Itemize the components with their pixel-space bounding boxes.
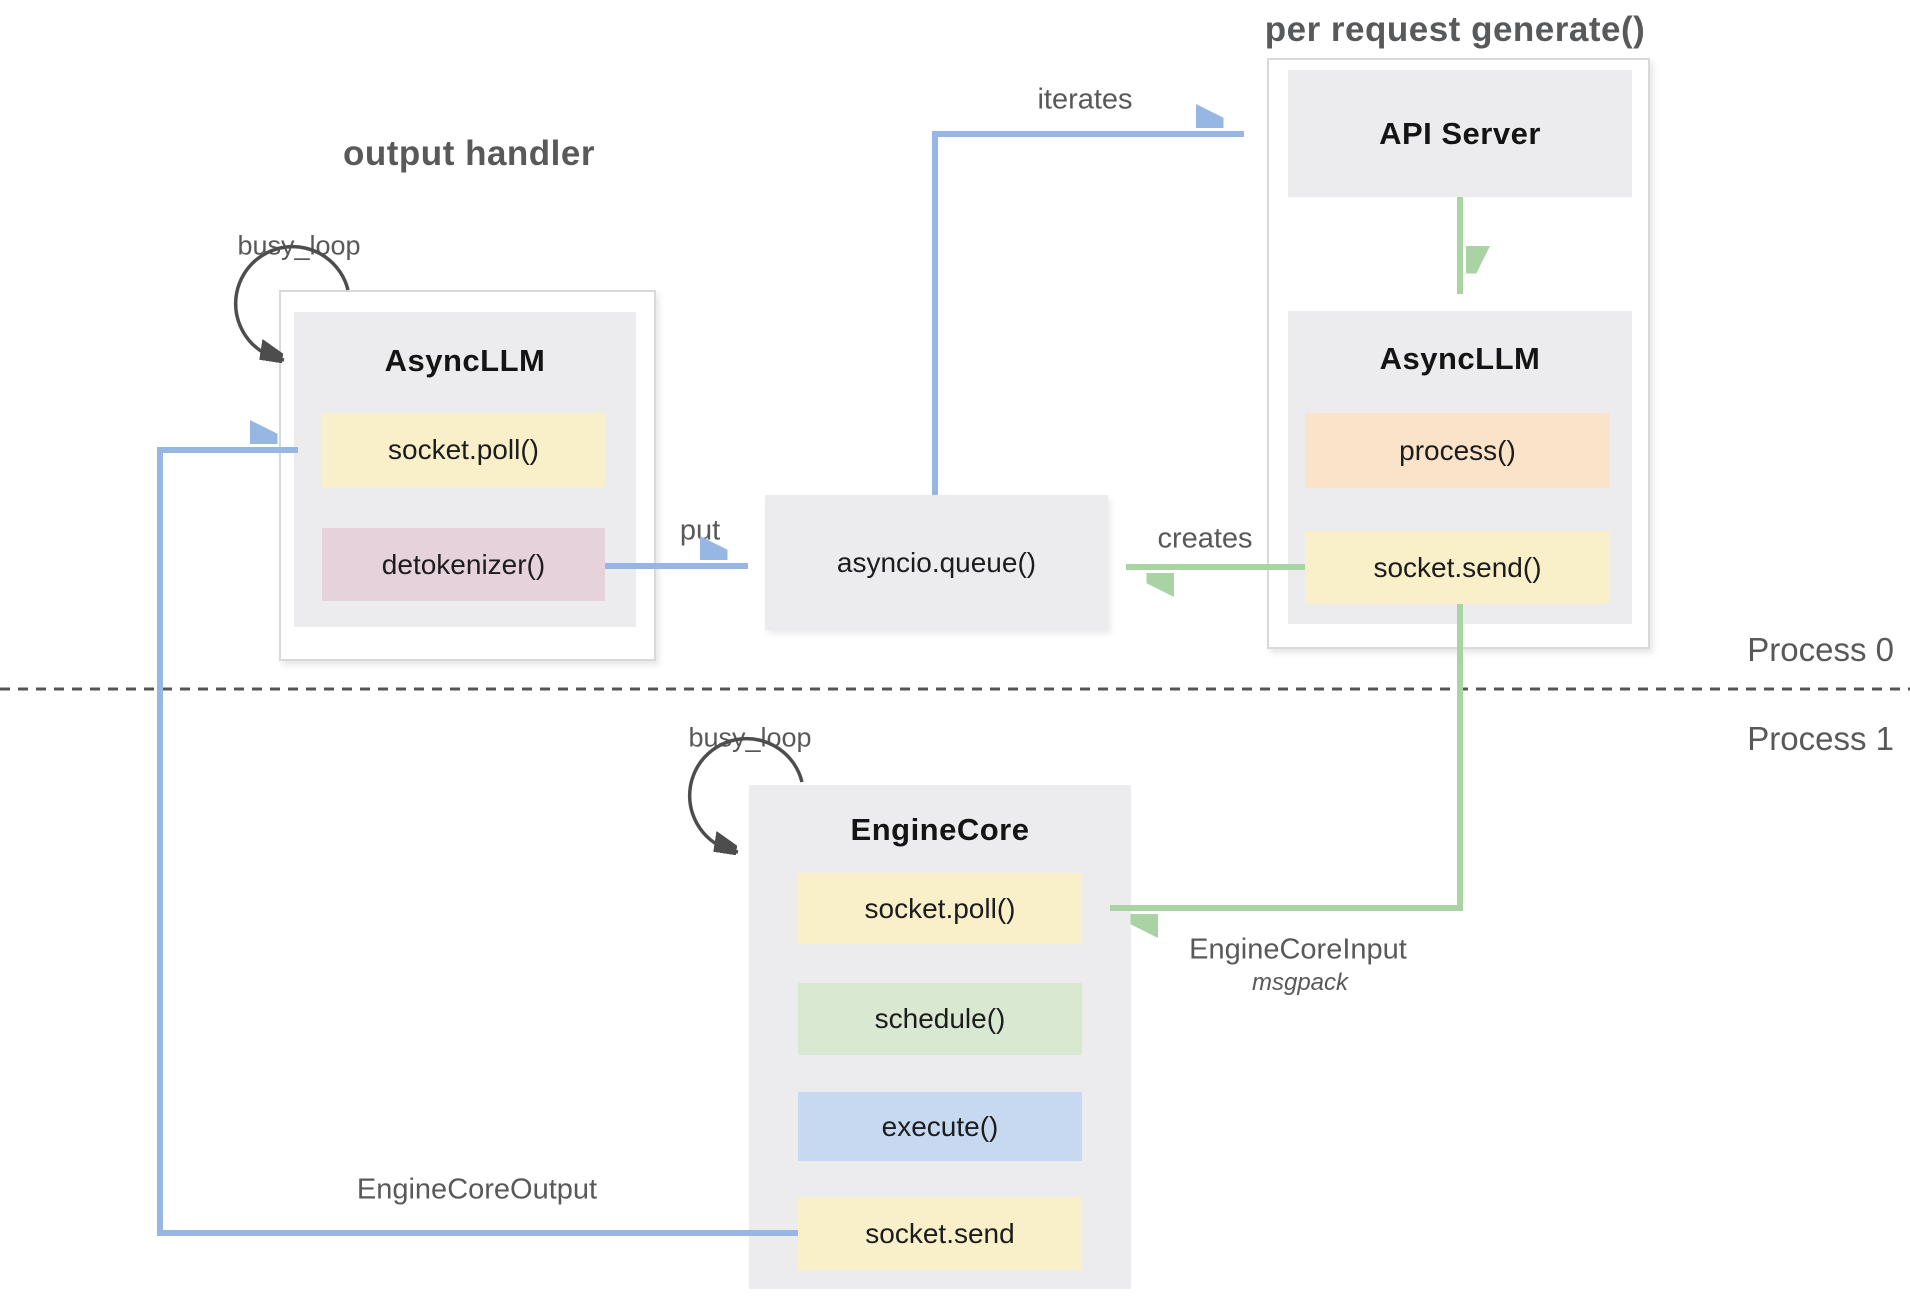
asyncio-queue-label: asyncio.queue() xyxy=(836,546,1037,578)
enginecore-input-arrow xyxy=(1110,604,1463,908)
asyncllm-left-title: AsyncLLM xyxy=(384,343,546,378)
process-box: process() xyxy=(1305,413,1610,488)
execute-label: execute() xyxy=(881,1110,999,1142)
asyncllm-right-title: AsyncLLM xyxy=(1379,341,1541,376)
process-1-label: Process 1 xyxy=(1747,720,1894,757)
socket-send-bottom-box: socket.send xyxy=(798,1197,1082,1270)
socket-send-right-box: socket.send() xyxy=(1305,531,1610,604)
per-request-generate-title: per request generate() xyxy=(1264,10,1646,49)
busy-loop-top-label: busy_loop xyxy=(237,230,361,261)
output-handler-title: output handler xyxy=(343,134,595,173)
socket-poll-left-box: socket.poll() xyxy=(322,413,605,487)
socket-send-bottom-label: socket.send xyxy=(865,1217,1015,1249)
creates-label: creates xyxy=(1157,522,1253,555)
schedule-box: schedule() xyxy=(798,983,1082,1055)
socket-poll-left-label: socket.poll() xyxy=(388,434,539,465)
put-label: put xyxy=(679,514,721,547)
detokenizer-box: detokenizer() xyxy=(322,528,605,601)
schedule-label: schedule() xyxy=(874,1003,1006,1034)
busy-loop-bottom-label: busy_loop xyxy=(688,722,812,753)
api-server-box xyxy=(1288,70,1632,197)
iterates-label: iterates xyxy=(1037,83,1133,116)
execute-box: execute() xyxy=(798,1092,1082,1161)
detokenizer-label: detokenizer() xyxy=(381,548,546,580)
socket-poll-bottom-box: socket.poll() xyxy=(798,873,1082,944)
asyncio-queue-label-wrap: asyncio.queue() xyxy=(765,495,1108,630)
socket-send-right-label: socket.send() xyxy=(1373,551,1542,583)
process-0-label: Process 0 xyxy=(1747,631,1894,668)
iterates-arrow xyxy=(932,134,1244,495)
api-server-title: API Server xyxy=(1379,116,1541,151)
enginecore-output-label: EngineCoreOutput xyxy=(356,1173,598,1206)
enginecore-input-label: EngineCoreInput xyxy=(1189,933,1407,966)
msgpack-label: msgpack xyxy=(1251,969,1349,996)
asyncio-queue-box xyxy=(765,495,1108,630)
enginecore-title: EngineCore xyxy=(850,812,1030,847)
socket-poll-bottom-label: socket.poll() xyxy=(864,892,1016,924)
process-label: process() xyxy=(1399,434,1516,466)
